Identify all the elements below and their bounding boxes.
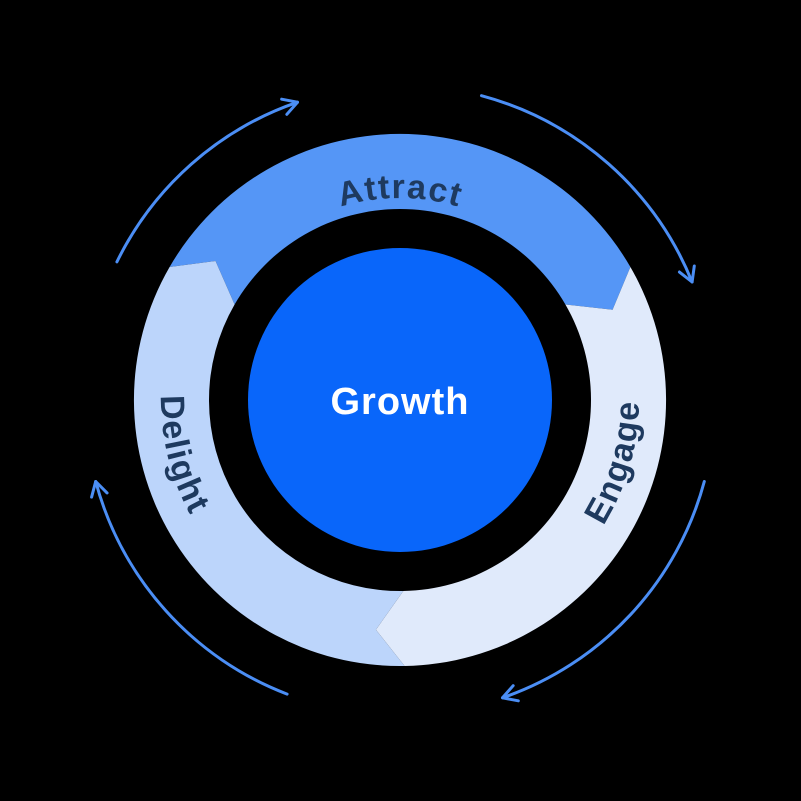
- rotation-arrow-bottom-left-icon: [90, 480, 289, 696]
- rotation-arrow-bottom-right-icon: [501, 480, 706, 703]
- rotation-arrow-top-right-icon: [480, 94, 696, 284]
- rotation-arrows: [90, 94, 706, 703]
- center-circle: [248, 248, 552, 552]
- rotation-arrow-top-left-icon: [115, 97, 299, 264]
- center-label: Growth: [331, 381, 470, 423]
- flywheel-ring: [133, 133, 667, 667]
- segment-engage: [375, 267, 667, 666]
- segment-attract: [169, 133, 631, 310]
- segment-delight: [133, 261, 405, 667]
